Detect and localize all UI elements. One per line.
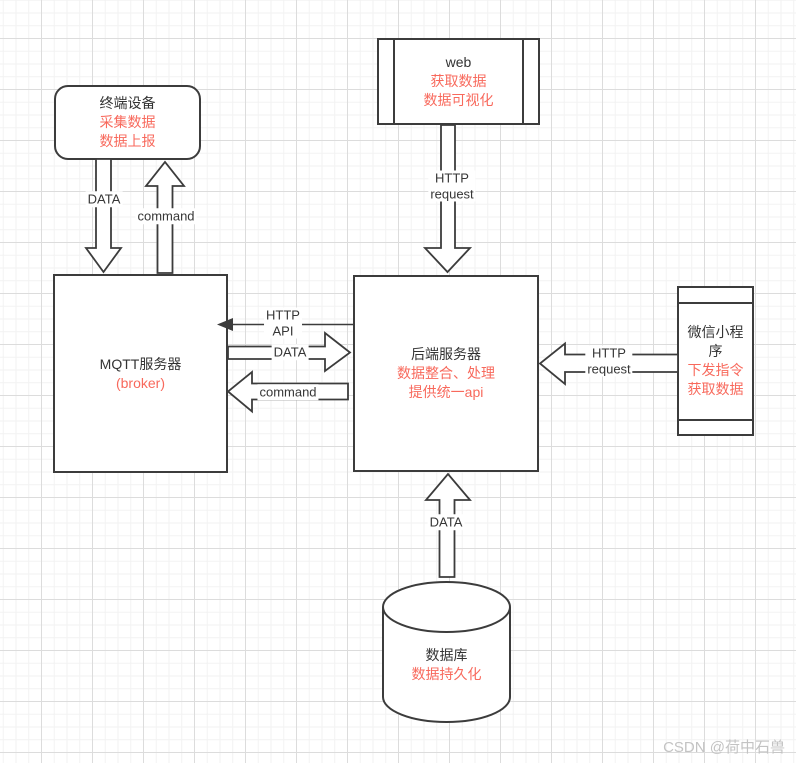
node-mqtt-server: MQTT服务器 (broker) — [53, 274, 228, 473]
node-terminal-device: 终端设备 采集数据 数据上报 — [54, 85, 201, 160]
node-terminal-line2: 数据上报 — [99, 133, 156, 149]
edge-label-wechat-http-request: HTTP request — [585, 345, 633, 377]
node-web-line1: 获取数据 — [430, 73, 487, 89]
node-mqtt-title: MQTT服务器 — [99, 355, 182, 372]
node-wechat-line2: 获取数据 — [687, 381, 744, 397]
node-database-cylinder-top — [382, 581, 511, 633]
node-database-title: 数据库 — [425, 647, 468, 663]
csdn-watermark: CSDN @荷中石兽 — [663, 739, 785, 756]
web-process-bar-right — [522, 40, 524, 123]
node-backend-title: 后端服务器 — [411, 346, 481, 362]
node-wechat-line1: 下发指令 — [687, 362, 744, 378]
node-database-line1: 数据持久化 — [411, 666, 482, 682]
node-database-label: 数据库 数据持久化 — [383, 646, 510, 684]
edge-label-database-data: DATA — [427, 514, 465, 530]
web-process-bar-left — [393, 40, 395, 123]
node-terminal-line1: 采集数据 — [99, 114, 156, 130]
wechat-process-bar-bottom — [679, 419, 752, 421]
node-backend-line2: 提供统一api — [408, 384, 484, 400]
node-backend-server: 后端服务器 数据整合、处理 提供统一api — [353, 275, 539, 472]
edge-label-mqtt-data: DATA — [271, 344, 309, 360]
arrow-terminal-to-mqtt-data — [84, 158, 123, 274]
node-web-line2: 数据可视化 — [423, 92, 494, 108]
edge-label-terminal-command: command — [135, 208, 197, 224]
edge-label-web-http-request: HTTP request — [428, 170, 476, 202]
node-web: web 获取数据 数据可视化 — [377, 38, 540, 125]
edge-label-http-api: HTTP API — [264, 307, 302, 339]
edge-label-backend-command: command — [257, 384, 319, 400]
node-wechat-title: 微信小程序 — [687, 324, 744, 359]
node-backend-line1: 数据整合、处理 — [397, 365, 495, 381]
wechat-process-bar-top — [679, 302, 752, 304]
node-web-title: web — [445, 54, 472, 70]
node-wechat-miniprogram: 微信小程序 下发指令 获取数据 — [677, 286, 754, 436]
node-terminal-title: 终端设备 — [99, 95, 156, 111]
node-mqtt-line1: (broker) — [115, 374, 165, 391]
edge-label-terminal-data: DATA — [85, 191, 123, 207]
